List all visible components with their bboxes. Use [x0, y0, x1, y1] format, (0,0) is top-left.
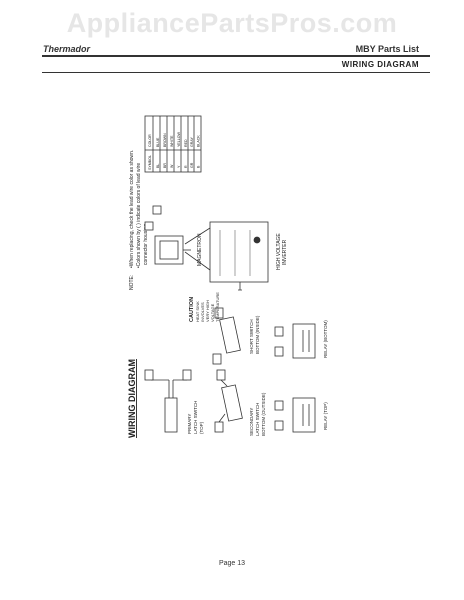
- primary-latch-wires: [151, 379, 187, 398]
- color-legend-table: SYMBOL COLOR BL BLUE BR BROWN W WHITE Y …: [144, 115, 202, 173]
- parts-list-title: MBY Parts List: [355, 44, 419, 54]
- legend-symbol: R: [184, 165, 188, 168]
- inverter-label-1: HIGH VOLTAGE: [276, 233, 282, 270]
- terminal-box: [144, 369, 154, 381]
- caution-line-5: TEMPERATURE: [215, 292, 220, 322]
- short-switch-label-2: BOTTOM (INSIDE): [255, 315, 260, 354]
- secondary-latch-label-1: SECONDARY: [249, 408, 254, 436]
- terminal-box: [274, 326, 284, 337]
- caution-line-2: INVOLVES: [200, 302, 205, 322]
- legend-symbol: B: [197, 165, 201, 168]
- short-switch: [219, 316, 241, 354]
- inverter-leads: [184, 227, 211, 271]
- relay-top-contacts: [302, 404, 310, 426]
- terminal-box: [274, 346, 284, 357]
- watermark-text: AppliancePartsPros.com: [66, 8, 398, 38]
- primary-latch-label-2: LATCH SWITCH: [193, 401, 198, 434]
- inverter-label-2: INVERTER: [282, 239, 288, 265]
- legend-color: BROWN: [163, 133, 167, 147]
- legend-color: RED: [184, 139, 188, 147]
- note-label: NOTE:: [129, 275, 135, 290]
- legend-symbol: BR: [163, 163, 167, 168]
- wiring-diagram: WIRING DIAGRAM NOTE: •When replacing, ch…: [127, 115, 328, 438]
- terminal-box: [214, 307, 224, 319]
- note-line-2: •Colors shown by ( ) indicate colors of …: [136, 163, 142, 268]
- magnetron-label: MAGNETRON: [197, 233, 203, 266]
- secondary-latch-label-2: LATCH SWITCH: [255, 403, 260, 436]
- primary-latch-switch: [164, 397, 178, 433]
- header-rule: [42, 55, 430, 57]
- secondary-latch-switch: [221, 384, 243, 422]
- relay-bottom-contacts: [302, 330, 310, 352]
- terminal-box: [144, 221, 154, 231]
- caution-line-3: VERY HIGH: [205, 300, 210, 322]
- section-title: WIRING DIAGRAM: [341, 60, 419, 69]
- terminal-box: [274, 400, 284, 411]
- primary-latch-label-1: PRIMARY: [187, 414, 192, 434]
- legend-header-symbol: SYMBOL: [148, 155, 152, 170]
- inverter-component: [253, 236, 261, 244]
- legend-color: GRAY: [190, 136, 194, 147]
- legend-color: YELLOW: [177, 131, 181, 147]
- legend-symbol: GR: [190, 162, 194, 168]
- terminal-box: [216, 369, 226, 381]
- legend-symbol: W: [170, 164, 174, 168]
- terminal-box: [152, 205, 162, 215]
- primary-latch-label-3: (TOP): [199, 421, 204, 434]
- legend-header-color: COLOR: [148, 134, 152, 147]
- secondary-latch-wires: [218, 379, 228, 423]
- secondary-latch-label-3: BOTTOM (OUTSIDE): [261, 392, 266, 436]
- terminal-box: [212, 353, 222, 365]
- brand-logo: Thermador: [43, 44, 91, 54]
- note-line-3: connector housing.: [143, 223, 149, 265]
- terminal-box: [214, 421, 224, 433]
- terminal-box: [182, 369, 192, 381]
- legend-color: BLUE: [156, 137, 160, 147]
- relay-bottom-label: RELAY (BOTTOM): [323, 320, 328, 358]
- terminal-box: [274, 420, 284, 431]
- page-number: Page 13: [218, 560, 246, 567]
- caution-title: CAUTION: [189, 297, 195, 322]
- relay-top-label: RELAY (TOP): [323, 402, 328, 430]
- caution-arrow: [238, 282, 242, 291]
- short-switch-label-1: SHORT SWITCH: [249, 319, 254, 354]
- inverter-detail: [219, 230, 251, 276]
- diagram-title: WIRING DIAGRAM: [127, 359, 137, 438]
- relay-bottom: [292, 323, 316, 359]
- high-voltage-inverter: [209, 221, 269, 283]
- caution-line-4: VOLTAGE: [210, 303, 215, 322]
- relay-top: [292, 397, 316, 433]
- caution-line-1: HEAT SINK: [195, 301, 200, 322]
- legend-symbol: BL: [156, 164, 160, 168]
- note-line-1: •When replacing, check the lead wire col…: [129, 150, 135, 268]
- legend-symbol: Y: [177, 165, 181, 168]
- legend-color: BLACK: [197, 135, 201, 147]
- section-rule: [42, 72, 430, 73]
- legend-color: WHITE: [170, 135, 174, 147]
